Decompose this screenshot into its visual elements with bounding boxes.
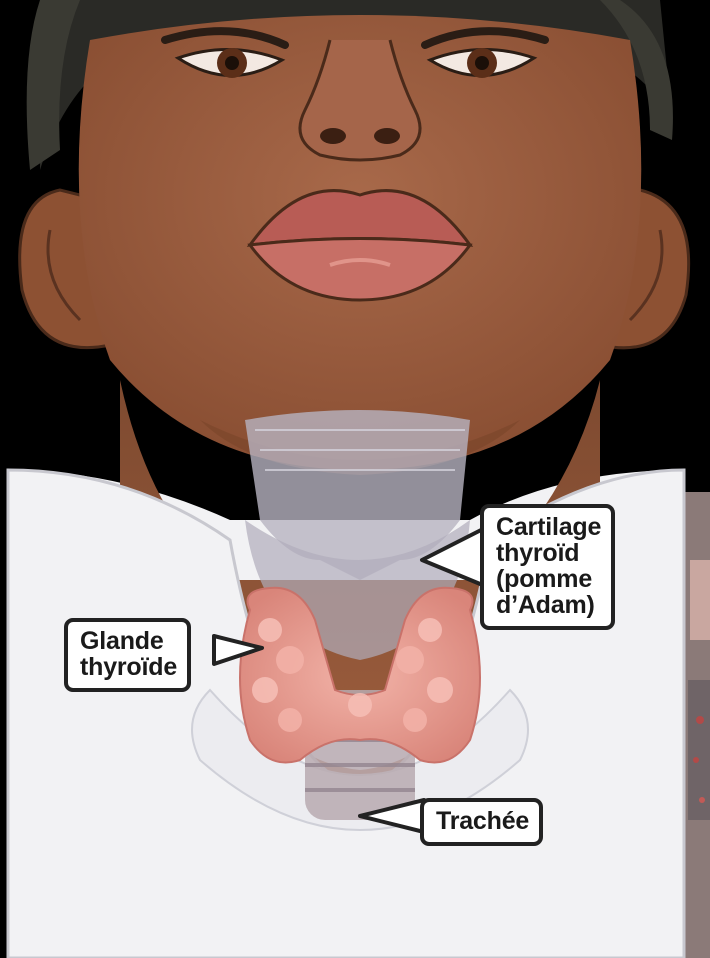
label-line: Trachée (436, 808, 529, 834)
label-trachee: Trachée (420, 798, 543, 846)
label-line: thyroïd (496, 540, 601, 566)
label-line: thyroïde (80, 654, 177, 680)
label-line: (pomme (496, 566, 601, 592)
label-line: Cartilage (496, 514, 601, 540)
label-glande-thyroide: Glande thyroïde (64, 618, 191, 692)
label-line: d’Adam) (496, 592, 601, 618)
photo-strip (684, 492, 710, 958)
label-cartilage-thyroid: Cartilage thyroïd (pomme d’Adam) (480, 504, 615, 630)
label-line: Glande (80, 628, 177, 654)
